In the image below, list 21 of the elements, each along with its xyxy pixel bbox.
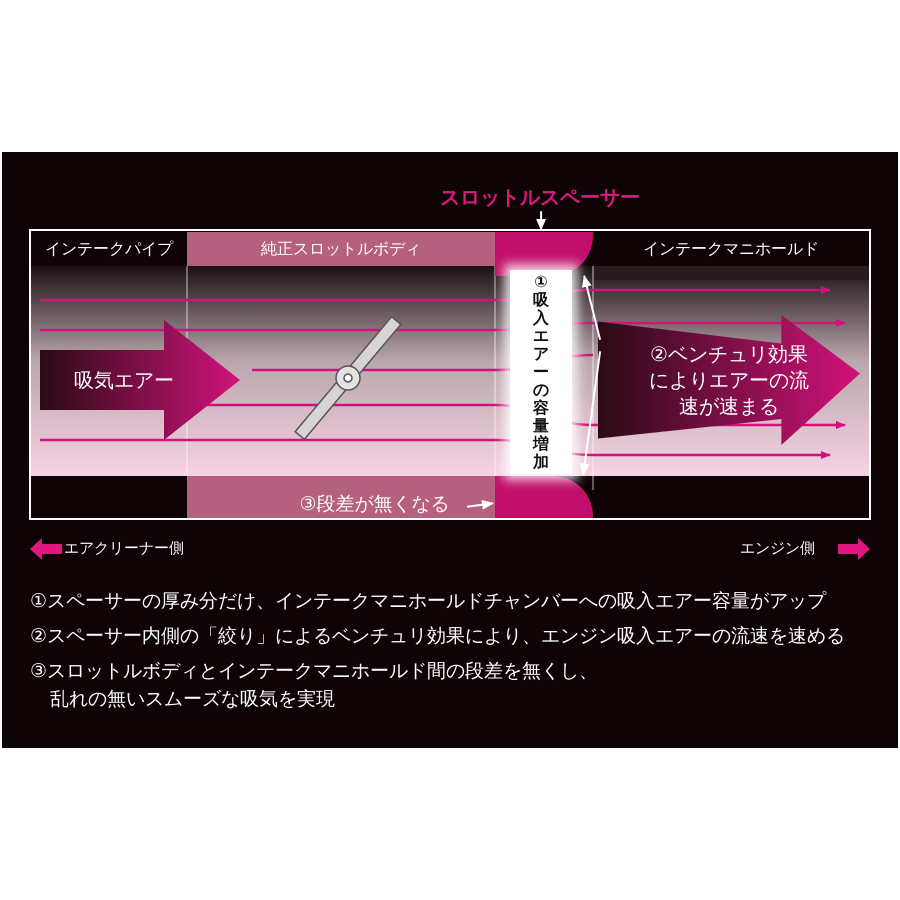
note-text: ③スロットルボディとインテークマニホールド間の段差を無くし、乱れの無いスムーズな吸気を実現	[30, 659, 600, 712]
arrow-label: ②ベンチュリ効果によりエアーの流速が速まる	[648, 341, 810, 419]
arrow-label: 吸気エアー	[73, 367, 175, 393]
callout-label: スロットルスペーサー	[430, 184, 650, 210]
airflow-arrow	[40, 320, 240, 440]
spacer-block	[495, 476, 593, 518]
section-header	[187, 232, 495, 266]
header-label: インテークマニホールド	[643, 238, 819, 260]
arrow	[580, 351, 602, 476]
direction-label: エンジン側	[740, 538, 815, 559]
arrow	[466, 500, 494, 510]
arrow	[582, 275, 602, 340]
header-label: 純正スロットルボディ	[261, 238, 421, 260]
airflow-arrow	[598, 315, 860, 445]
header-label: インテークパイプ	[45, 238, 173, 260]
callout-label: ①吸入エアーの容量増加	[532, 273, 550, 471]
note-text: ②スペーサー内側の「絞り」によるベンチュリ効果により、エンジン吸入エアーの流速を速める	[30, 624, 846, 649]
arrow	[536, 211, 546, 231]
direction-label: エアクリーナー側	[64, 538, 184, 559]
callout-panel	[510, 270, 572, 474]
note-text: ①スペーサーの厚み分だけ、インテークマニホールドチャンバーへの吸入エアー容量がアップ	[30, 589, 828, 614]
